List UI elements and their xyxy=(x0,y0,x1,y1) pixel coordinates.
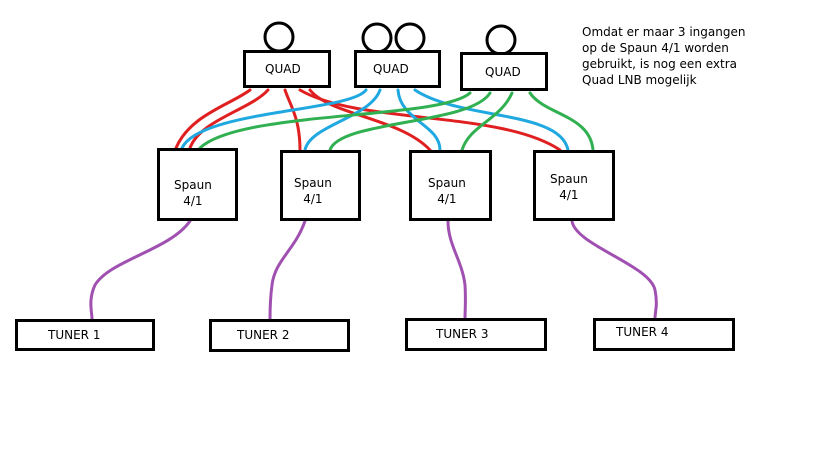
lnb1-cable-to-switch2 xyxy=(283,88,302,152)
spaun-name: Spaun xyxy=(550,172,588,186)
lnb3-cable-to-switch4 xyxy=(528,91,595,152)
tuner-label: TUNER 3 xyxy=(436,327,489,341)
tuner-label: TUNER 4 xyxy=(616,325,669,339)
lnb2-cable-to-switch2 xyxy=(303,88,382,152)
spaun-name: Spaun xyxy=(428,176,466,190)
lnb3-cable-to-switch2 xyxy=(328,91,492,152)
dish-icon xyxy=(394,22,426,54)
spaun-model: 4/1 xyxy=(303,192,323,206)
lnb1-cable-to-switch1b xyxy=(188,88,270,150)
tuner3-cable xyxy=(446,219,467,320)
spaun-switch-3: Spaun 4/1 xyxy=(409,150,492,221)
lnb-quad-3: QUAD xyxy=(460,52,548,91)
lnb-quad-2: QUAD xyxy=(354,50,441,88)
tuner1-cable xyxy=(89,219,192,321)
lnb2-cable-to-switch3 xyxy=(396,88,442,152)
lnb3-cable-to-switch1 xyxy=(198,91,472,150)
dish-icon xyxy=(263,21,295,53)
spaun-switch-2: Spaun 4/1 xyxy=(280,150,361,221)
lnb2-cable-to-switch4 xyxy=(413,88,570,152)
lnb-quad-1: QUAD xyxy=(243,50,331,88)
tuner-3: TUNER 3 xyxy=(405,318,547,351)
spaun-model: 4/1 xyxy=(437,192,457,206)
lnb3-cable-to-switch3 xyxy=(460,91,514,152)
tuner4-cable xyxy=(570,219,658,320)
note-line: gebruikt, is nog een extra xyxy=(582,57,738,71)
dish-icon xyxy=(361,22,393,54)
spaun-switch-4: Spaun 4/1 xyxy=(533,150,615,221)
spaun-switch-1: Spaun 4/1 xyxy=(157,148,238,221)
spaun-name: Spaun xyxy=(174,178,212,192)
tuner-1: TUNER 1 xyxy=(15,319,155,351)
spaun-name: Spaun xyxy=(294,176,332,190)
spaun-model: 4/1 xyxy=(559,188,579,202)
tuner-label: TUNER 2 xyxy=(237,328,290,342)
note-line: Quad LNB mogelijk xyxy=(582,73,697,87)
tuner-4: TUNER 4 xyxy=(593,318,735,351)
note-line: op de Spaun 4/1 worden xyxy=(582,41,729,55)
lnb-label: QUAD xyxy=(265,62,301,76)
tuner2-cable xyxy=(268,219,307,321)
lnb-label: QUAD xyxy=(485,65,521,79)
lnb1-cable-to-switch1 xyxy=(174,88,252,150)
explanation-note: Omdat er maar 3 ingangen op de Spaun 4/1… xyxy=(582,24,745,88)
lnb2-cable-to-switch1 xyxy=(180,88,368,150)
spaun-model: 4/1 xyxy=(183,194,203,208)
note-line: Omdat er maar 3 ingangen xyxy=(582,25,746,39)
lnb-label: QUAD xyxy=(373,62,409,76)
tuner-label: TUNER 1 xyxy=(48,328,101,342)
tuner-2: TUNER 2 xyxy=(209,319,350,352)
dish-icon xyxy=(485,24,517,56)
